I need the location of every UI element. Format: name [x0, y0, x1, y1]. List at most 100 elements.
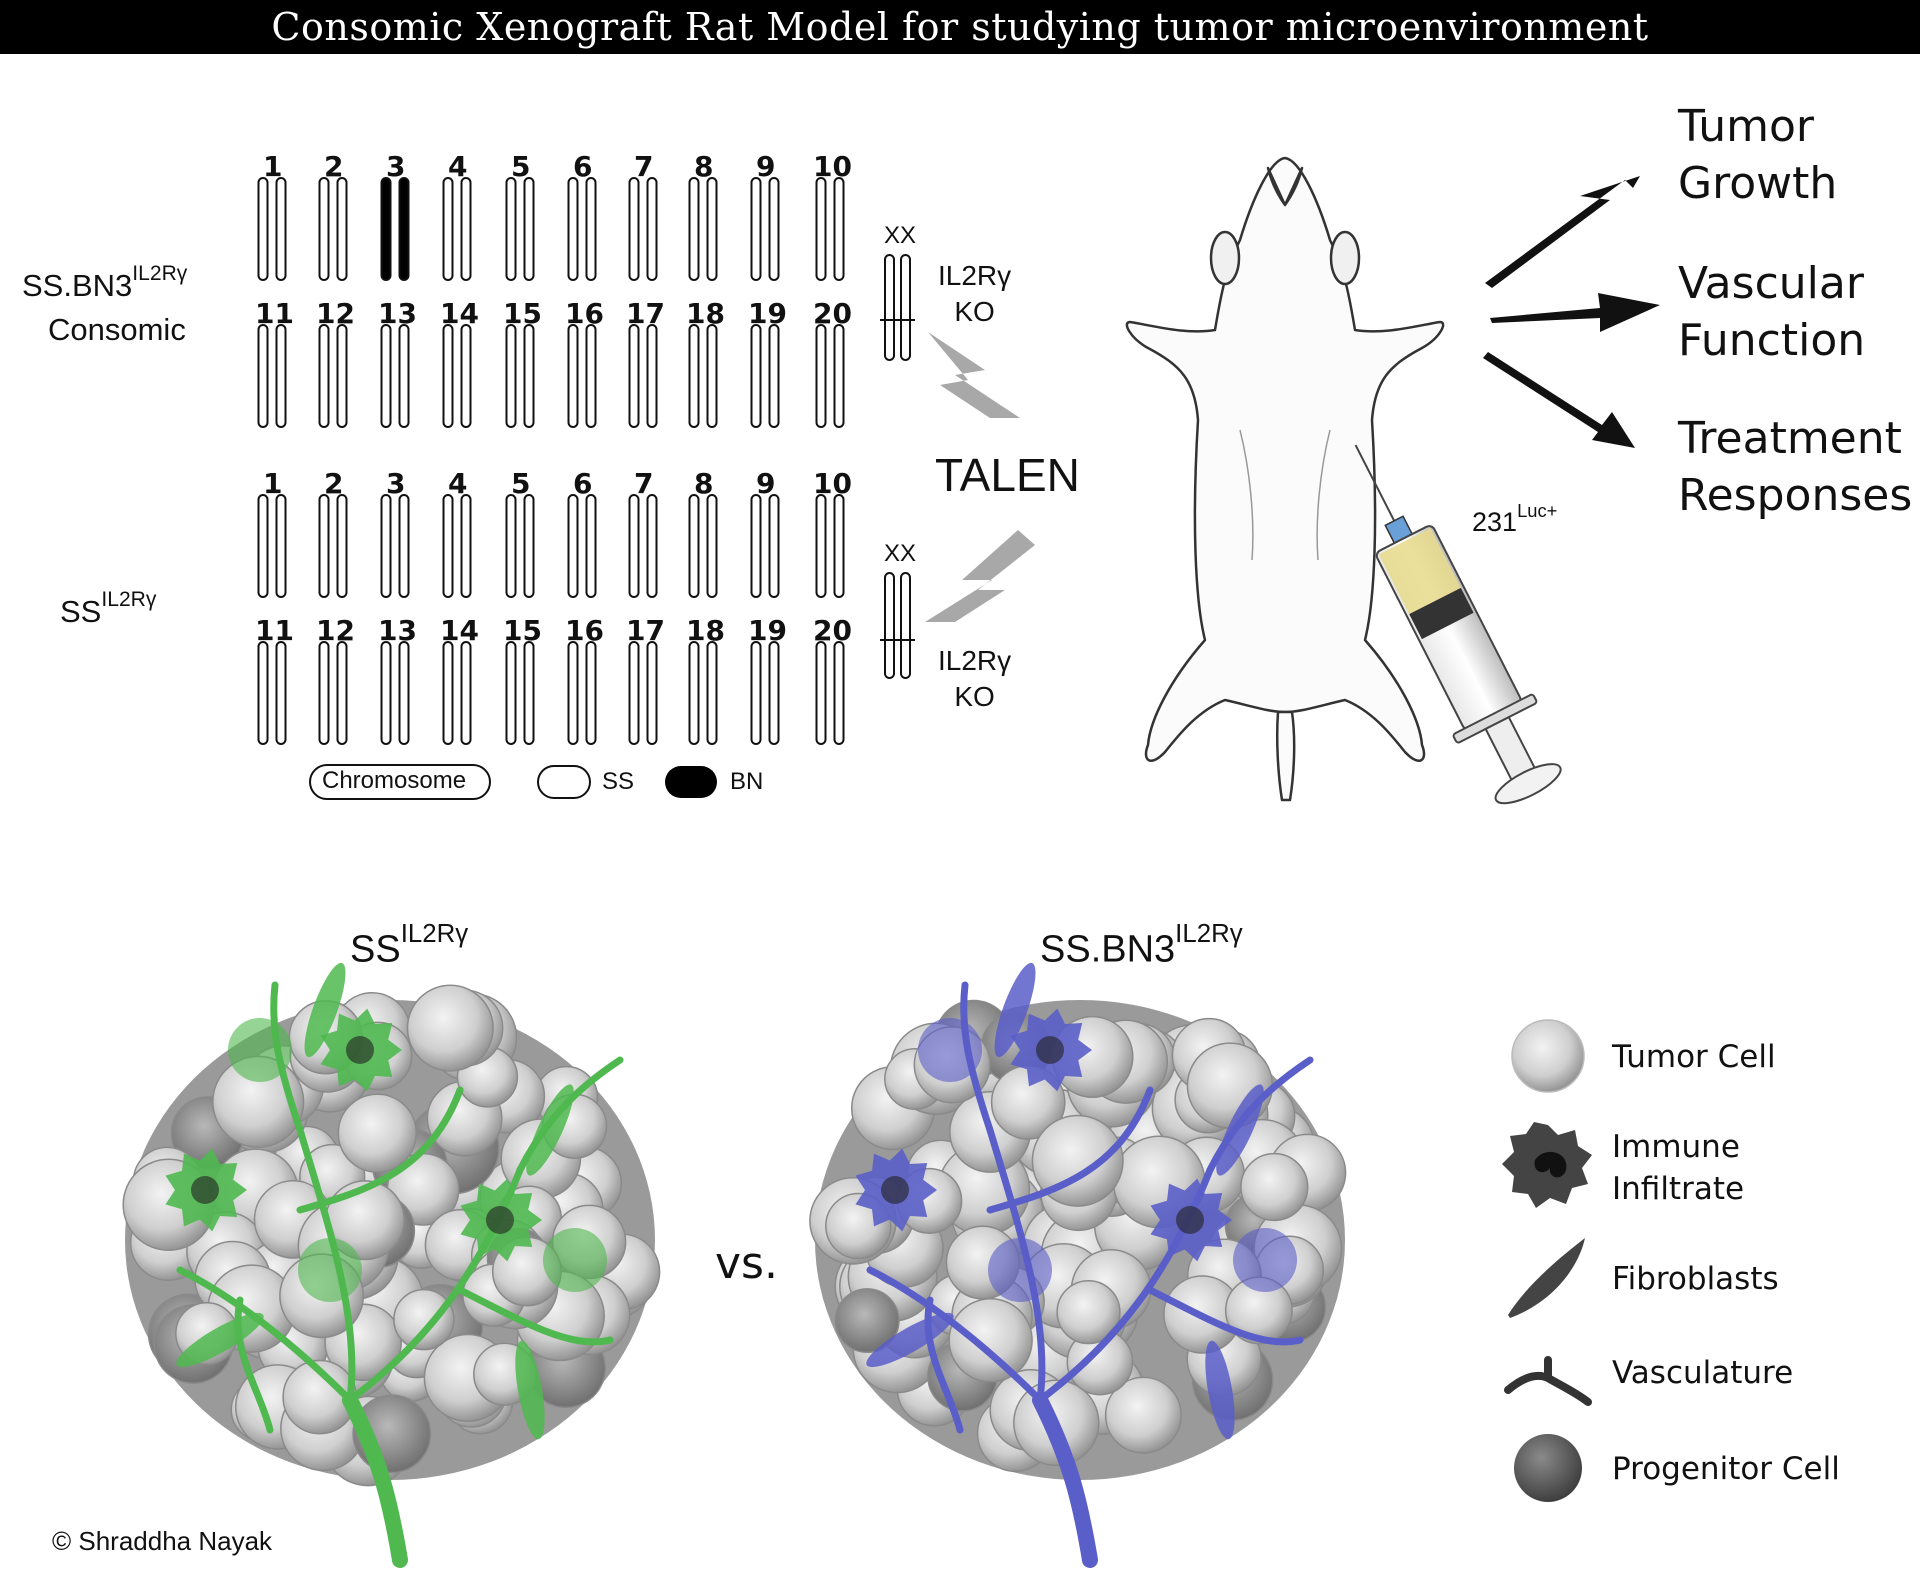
injection-base: 231 [1472, 506, 1518, 537]
chromosome-pair-15 [505, 641, 535, 745]
chromosome-number-16: 16 [565, 614, 604, 647]
immune-cell-nucleus [1176, 1206, 1204, 1234]
tumor-cell [948, 1298, 1033, 1383]
chromosome-number-1: 1 [263, 150, 283, 183]
chromosome-number-1: 1 [263, 467, 283, 500]
chromosome-number-17: 17 [626, 297, 665, 330]
chromosome-pair-17 [628, 324, 658, 428]
tumor-cell [393, 1288, 455, 1351]
key-chromosome-label: Chromosome [322, 767, 467, 794]
chromosome-pair-6 [567, 494, 597, 598]
tumor-cell [1031, 1114, 1124, 1207]
outcome-line1: Tumor [1678, 101, 1814, 152]
chromosome-number-7: 7 [634, 150, 654, 183]
chromosome-pair-15 [505, 324, 535, 428]
chromosome-number-8: 8 [694, 150, 714, 183]
arrow-vascular-function [1490, 293, 1660, 332]
chromosome-pair-11 [257, 641, 287, 745]
knockout-line1: IL2Rγ [938, 645, 1012, 676]
immune-cell-nucleus [1036, 1036, 1064, 1064]
immune-cell-nucleus [346, 1036, 374, 1064]
chromosome-number-20: 20 [813, 614, 852, 647]
legend-immune-infiltrate: Immune Infiltrate [1612, 1126, 1744, 1210]
progenitor-cell [228, 1018, 292, 1082]
tumor-ss-il2rg [122, 962, 661, 1568]
chromosome-number-16: 16 [565, 297, 604, 330]
chromosome-pair-19 [750, 641, 780, 745]
chromosome-number-14: 14 [440, 614, 479, 647]
chromosome-pair-11 [257, 324, 287, 428]
chromosome-number-9: 9 [756, 150, 776, 183]
chromosome-pair-17 [628, 641, 658, 745]
chromosome-pair-19 [750, 324, 780, 428]
chromosome-number-8: 8 [694, 467, 714, 500]
chromosome-number-4: 4 [448, 467, 468, 500]
chromosome-pair-5 [505, 494, 535, 598]
outcome-line1: Vascular [1678, 258, 1864, 309]
comparison-left-label: SSIL2Rγ [350, 920, 468, 971]
figure-title: Consomic Xenograft Rat Model for studyin… [271, 5, 1649, 49]
versus-label: vs. [715, 1238, 778, 1289]
chromosome-pair-16 [567, 324, 597, 428]
fibroblast [1205, 1340, 1235, 1440]
chromosome-number-15: 15 [503, 614, 542, 647]
chromosome-pair-13 [380, 641, 410, 745]
tumor-cell [1240, 1152, 1309, 1222]
immune-cell-nucleus [486, 1206, 514, 1234]
tumor-ssbn3-il2rg [809, 962, 1347, 1568]
chromosome-pair-2 [318, 494, 348, 598]
blood-vessel [456, 1286, 614, 1346]
lightning-bolt-bottom [925, 530, 1035, 622]
outcome-vascular-function: Vascular Function [1678, 255, 1865, 369]
blood-vessel [342, 1392, 408, 1568]
chromosome-pair-4 [442, 177, 472, 281]
blood-vessel [1146, 1286, 1304, 1346]
chromosome-number-15: 15 [503, 297, 542, 330]
progenitor-cell [1233, 1228, 1297, 1292]
chromosome-number-10: 10 [813, 467, 852, 500]
consomic-word: Consomic [48, 312, 186, 347]
progenitor-cell [543, 1228, 607, 1292]
outcome-line2: Growth [1678, 158, 1838, 209]
comparison-left-sup: IL2Rγ [400, 920, 469, 948]
chromosome-pair-5 [505, 177, 535, 281]
legend-line2: Infiltrate [1612, 1171, 1745, 1207]
chromosome-number-3: 3 [386, 150, 406, 183]
arrow-treatment-responses [1483, 352, 1635, 448]
chromosome-number-5: 5 [511, 150, 531, 183]
chromosome-pair-2 [318, 177, 348, 281]
progenitor-cell [988, 1238, 1052, 1302]
chromosome-number-9: 9 [756, 467, 776, 500]
chromosome-pair-12 [318, 641, 348, 745]
consomic-strain-label: SS.BN3IL2Rγ [22, 262, 187, 304]
vasculature-icon [1504, 1356, 1592, 1406]
chromosome-number-18: 18 [686, 614, 725, 647]
chromosome-number-18: 18 [686, 297, 725, 330]
chromosome-number-6: 6 [573, 467, 593, 500]
tumor-cell [337, 1093, 418, 1173]
fibroblast-icon [1508, 1238, 1585, 1318]
chromosome-number-3: 3 [386, 467, 406, 500]
injection-sup: Luc+ [1517, 500, 1558, 521]
chromosome-pair-1 [257, 177, 287, 281]
fibroblast [526, 1084, 574, 1176]
fibroblast [176, 1312, 264, 1368]
lightning-bolt-top [928, 332, 1020, 418]
chromosome-pair-7 [628, 494, 658, 598]
chromosome-pair-20 [815, 324, 845, 428]
key-chromosome-box [309, 764, 491, 800]
chromosome-pair-13 [380, 324, 410, 428]
comparison-right-label: SS.BN3IL2Rγ [1040, 920, 1243, 971]
key-ss-label: SS [602, 768, 635, 795]
blood-vessel [234, 1296, 274, 1434]
key-ss-shape [537, 765, 591, 799]
tumor-cell [1056, 1279, 1121, 1345]
chromosome-number-5: 5 [511, 467, 531, 500]
chromosome-pair-12 [318, 324, 348, 428]
knockout-line2: KO [954, 681, 995, 712]
chromosome-pair-20 [815, 641, 845, 745]
chromosome-pair-14 [442, 324, 472, 428]
chromosome-number-12: 12 [316, 614, 355, 647]
chromosome-panel [257, 177, 845, 745]
